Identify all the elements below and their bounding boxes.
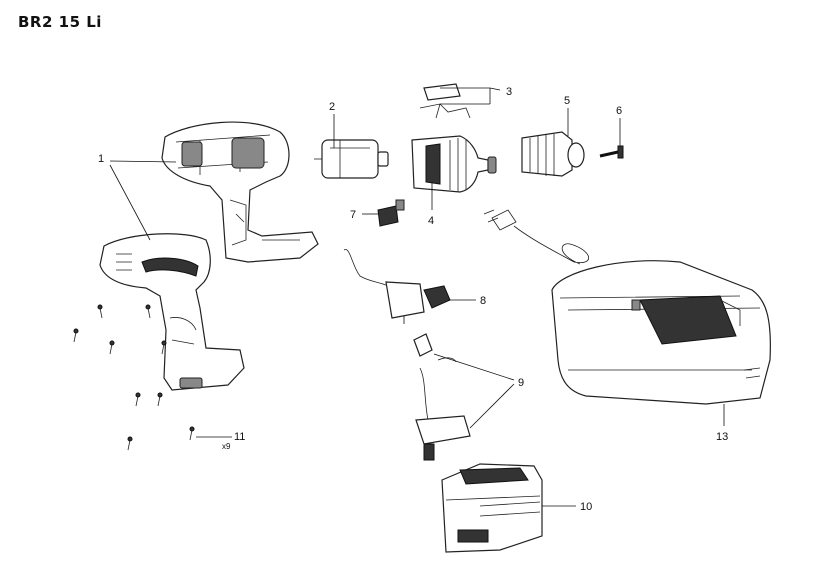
callout-9: 9 <box>518 377 524 389</box>
callout-2: 2 <box>329 101 335 113</box>
gearbox <box>411 135 497 193</box>
callout-8: 8 <box>480 295 486 307</box>
charger-cord <box>483 209 589 265</box>
housing-half-left <box>99 233 245 391</box>
callout-4: 4 <box>428 215 434 227</box>
chuck-screw <box>599 145 624 159</box>
spring-clip <box>419 83 471 119</box>
callout-7: 7 <box>350 209 356 221</box>
motor <box>314 139 389 179</box>
page-title: BR2 15 Li <box>18 13 102 31</box>
switch-part <box>377 199 405 227</box>
callout-13: 13 <box>716 431 728 443</box>
callout-labels: 1 2 3 4 5 6 7 8 9 10 11 x9 13 <box>98 86 728 513</box>
drill-chuck <box>521 131 585 177</box>
callout-11-qty: x9 <box>222 442 231 451</box>
leader-lines <box>109 87 725 507</box>
callout-3: 3 <box>506 86 512 98</box>
screws-group <box>73 304 195 451</box>
callout-6: 6 <box>616 105 622 117</box>
battery-terminal <box>413 333 471 461</box>
housing-half-right <box>161 121 319 263</box>
battery-pack <box>441 463 543 553</box>
charger <box>551 260 771 405</box>
trigger-switch <box>343 249 451 324</box>
callout-11: 11 <box>234 431 245 443</box>
callout-10: 10 <box>580 501 592 513</box>
callout-5: 5 <box>564 95 570 107</box>
callout-1: 1 <box>98 153 104 165</box>
